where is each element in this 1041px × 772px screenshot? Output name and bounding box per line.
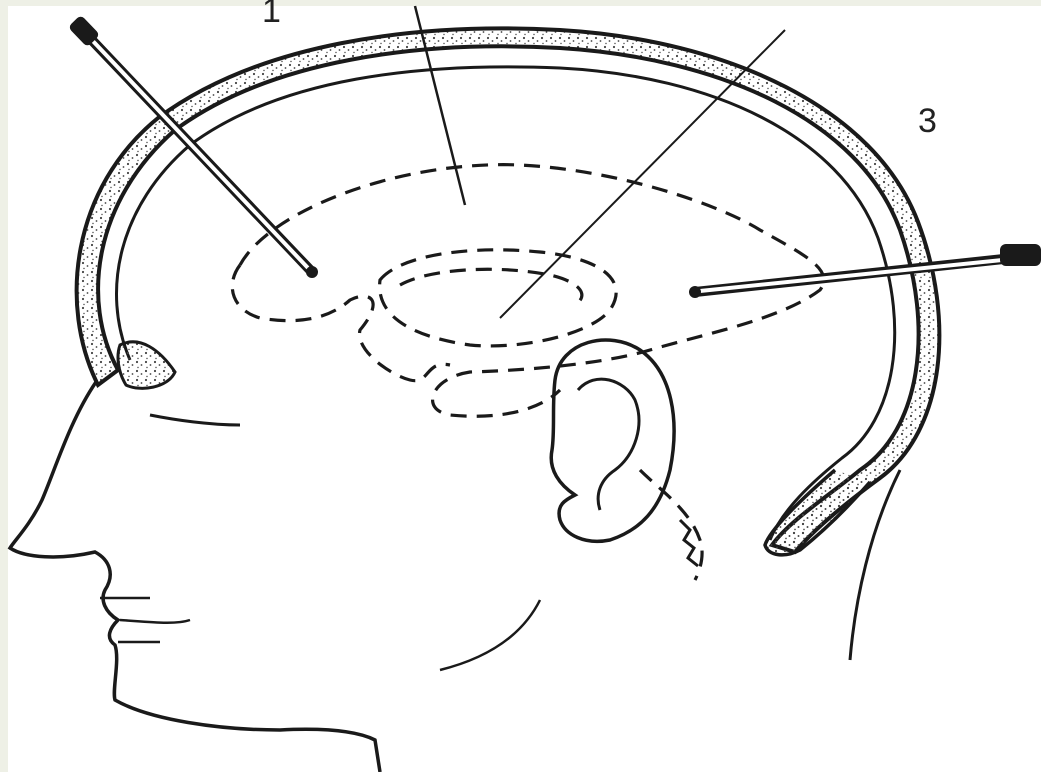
label-3: 3: [918, 102, 937, 140]
label-1: 1: [262, 0, 281, 30]
